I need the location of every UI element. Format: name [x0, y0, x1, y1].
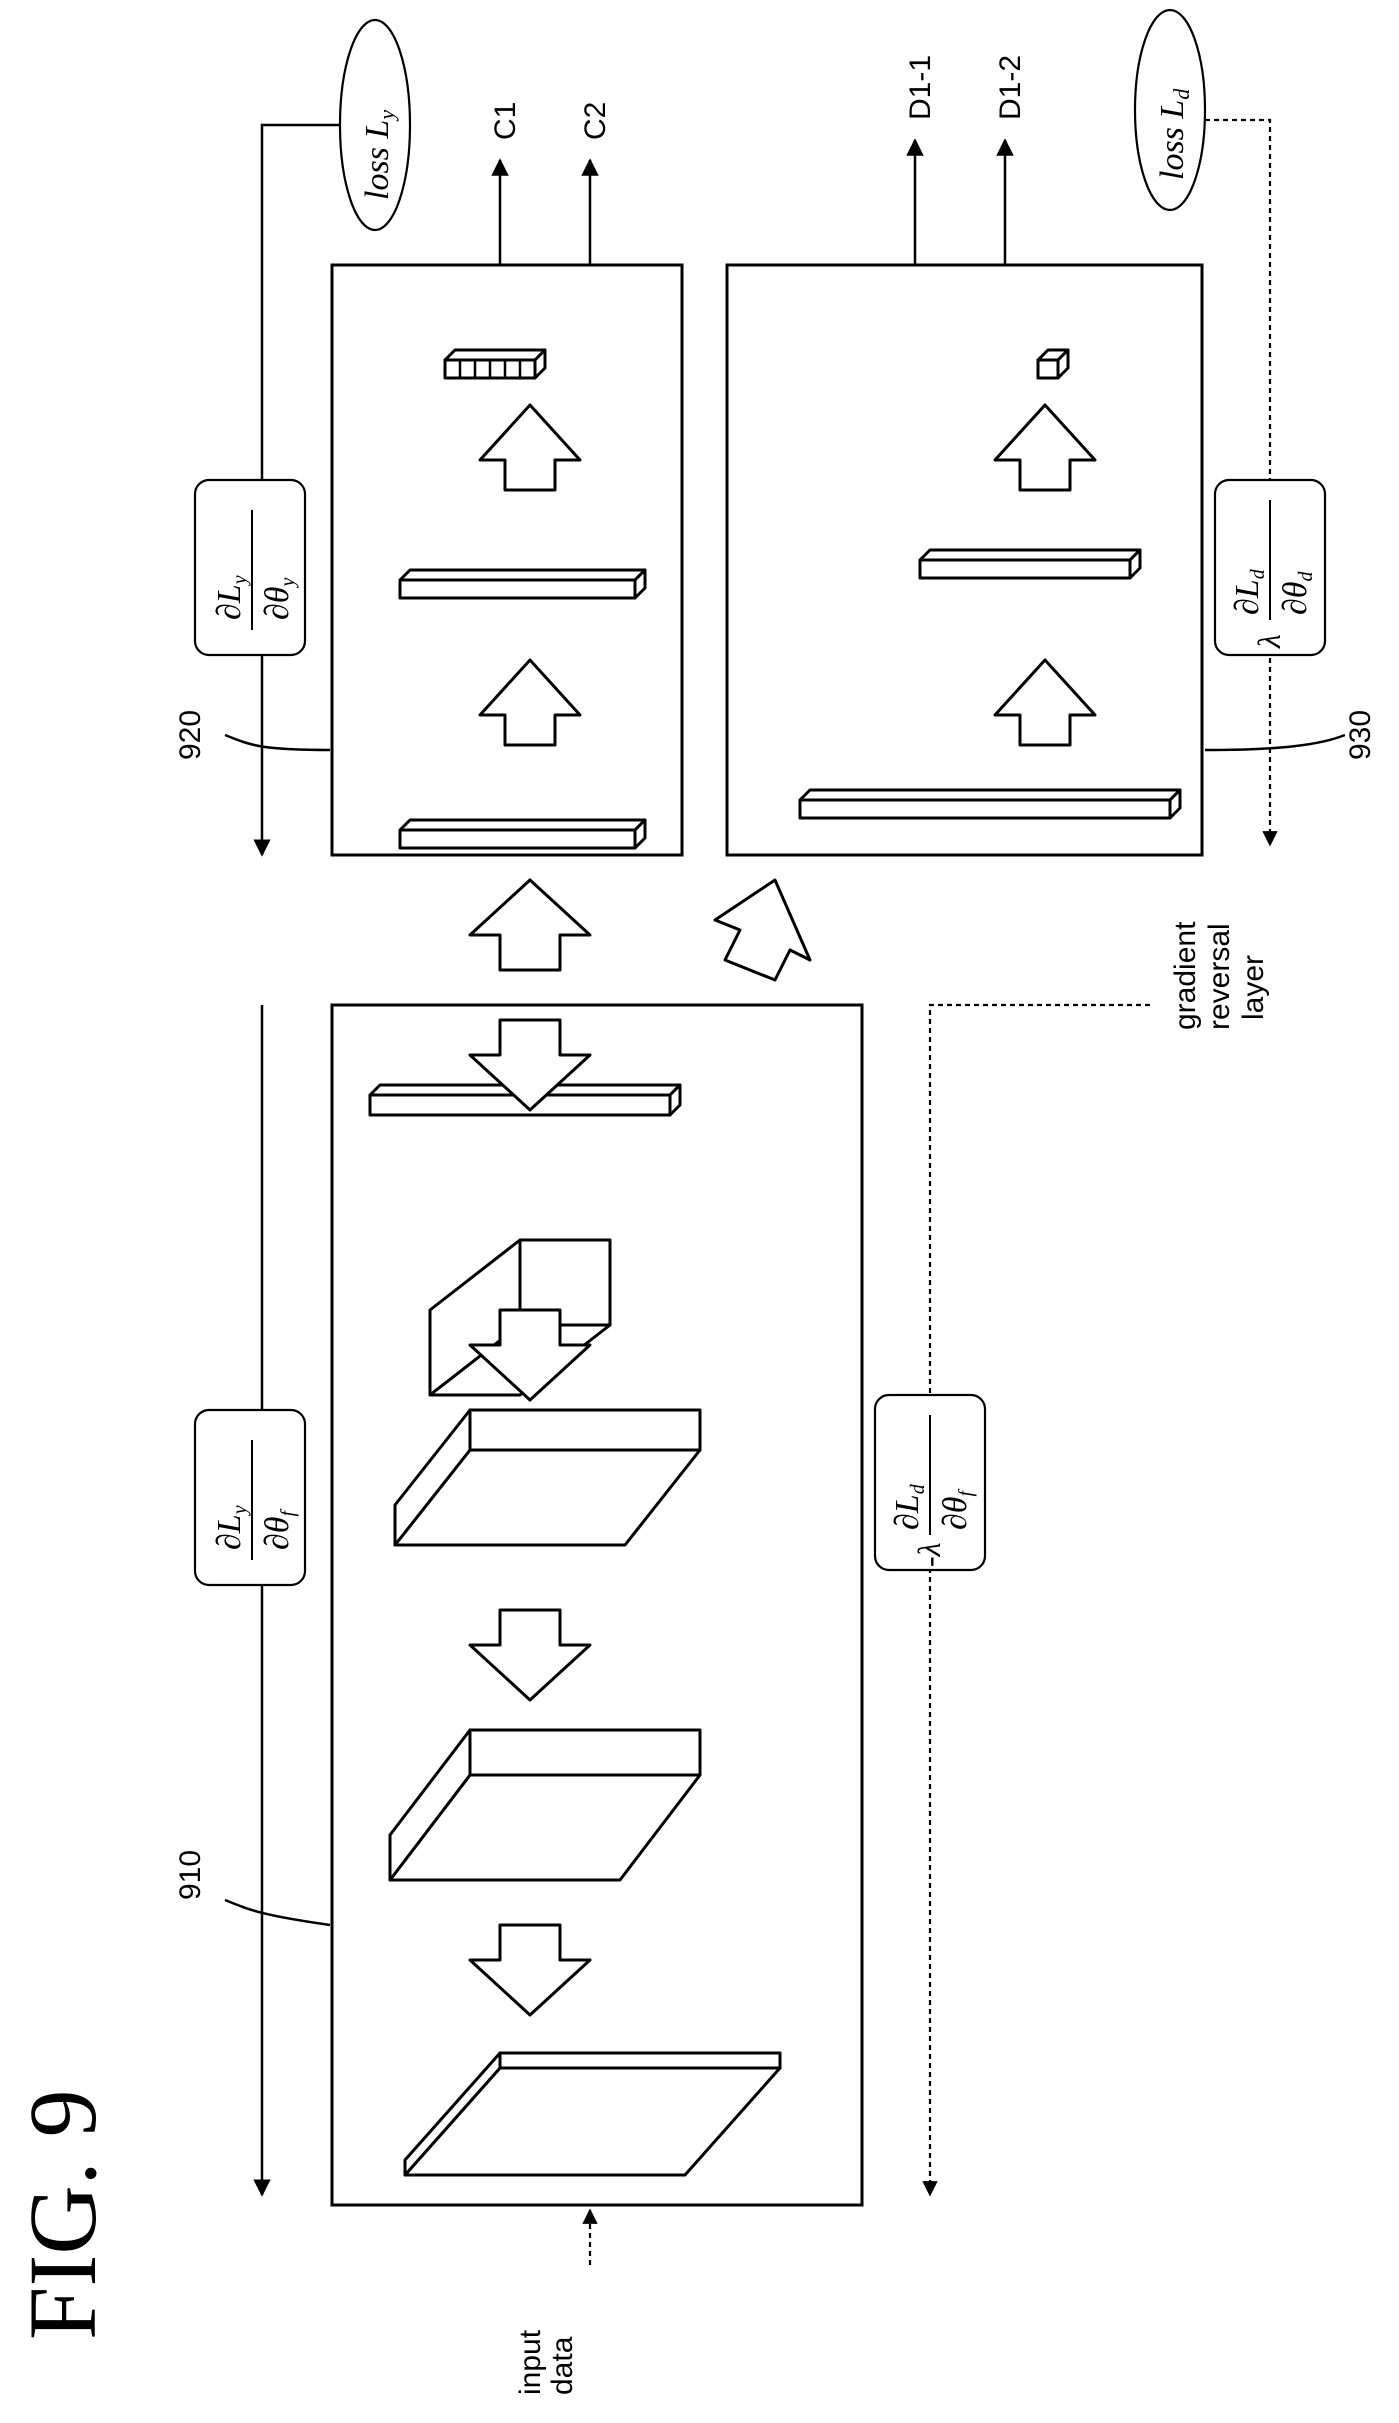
gradient-reversal-label: gradient reversal layer [1169, 921, 1270, 1030]
output-c2: C2 [579, 102, 612, 140]
label-layer-3 [445, 350, 545, 378]
svg-text:loss Ld: loss Ld [1154, 88, 1194, 180]
domain-layer-3 [1038, 350, 1068, 378]
loss-ly-sub: y [374, 110, 399, 122]
output-d11: D1-1 [904, 55, 937, 120]
grad-ld-thetad-num: ∂L [1229, 579, 1266, 615]
input-label-line2: data [546, 2336, 579, 2395]
input-data-label: input data [514, 2329, 579, 2395]
leader-920 [225, 735, 330, 750]
arrow-to-domain-classifier [715, 880, 810, 980]
label-930: 930 [1344, 710, 1377, 760]
grad-ld-thetaf-num-sub: d [907, 1483, 929, 1494]
grad-ld-thetaf-coef: -λ [911, 1542, 947, 1567]
grad-ly-thetay-box [195, 480, 305, 655]
output-c1: C1 [489, 102, 522, 140]
grad-ld-thetad-num-sub: d [1247, 568, 1269, 579]
figure-title-group: FIG. 9 [9, 2089, 116, 2340]
grad-ld-thetad-den: ∂θ [1277, 581, 1314, 615]
grad-ly-thetay-num: ∂L [211, 584, 248, 620]
leader-910 [225, 1900, 330, 1925]
label-930-group: 930 [1344, 710, 1377, 760]
label-910: 910 [174, 1850, 207, 1900]
label-910-group: 910 [174, 1850, 207, 1900]
loss-ly-prefix: loss L [359, 120, 396, 200]
output-c2-group: C2 [579, 102, 612, 140]
grad-ly-thetay-den-sub: y [277, 577, 299, 588]
loss-ly-group: loss Ly [359, 110, 399, 200]
grad-ly-thetaf-box [195, 1410, 305, 1585]
grad-ly-thetaf-den: ∂θ [259, 1516, 296, 1550]
output-d11-group: D1-1 [904, 55, 937, 120]
input-label-line1: input [514, 2329, 547, 2395]
output-c1-group: C1 [489, 102, 522, 140]
domain-layer-1 [800, 790, 1180, 818]
grad-ly-thetay-den: ∂θ [259, 586, 296, 620]
grad-ly-thetay-num-sub: y [229, 575, 251, 586]
loss-ld-prefix: loss L [1154, 100, 1191, 180]
feature-layer-2 [390, 1730, 700, 1880]
feature-layer-1 [405, 2053, 780, 2175]
output-d12-group: D1-2 [994, 55, 1027, 120]
grad-ld-thetad-coef: λ [1251, 634, 1287, 649]
gradient-reversal-line3: layer [1237, 955, 1270, 1020]
svg-text:loss Ly: loss Ly [359, 110, 399, 200]
label-layer-1 [400, 820, 645, 848]
label-layer-2 [400, 570, 645, 598]
output-d12: D1-2 [994, 55, 1027, 120]
loss-ld-group: loss Ld [1154, 88, 1194, 180]
feature-layer-3 [395, 1410, 700, 1545]
grad-ld-thetaf-den: ∂θ [937, 1496, 974, 1530]
figure-title: FIG. 9 [9, 2089, 116, 2340]
gradient-reversal-line2: reversal [1203, 923, 1236, 1030]
label-920: 920 [174, 710, 207, 760]
loss-ld-sub: d [1169, 88, 1194, 100]
gradient-reversal-line1: gradient [1169, 921, 1202, 1030]
grad-ld-thetaf-num: ∂L [889, 1494, 926, 1530]
leader-930 [1205, 735, 1345, 750]
feature-extractor-box [332, 1005, 862, 2205]
backprop-ld-feature-line [930, 1005, 1150, 2195]
grad-ld-thetad-den-sub: d [1295, 570, 1317, 581]
grad-ly-thetaf-num-sub: y [229, 1505, 251, 1516]
arrow-to-label-predictor [470, 880, 590, 970]
domain-layer-2 [920, 550, 1140, 578]
label-920-group: 920 [174, 710, 207, 760]
grad-ly-thetaf-num: ∂L [211, 1514, 248, 1550]
